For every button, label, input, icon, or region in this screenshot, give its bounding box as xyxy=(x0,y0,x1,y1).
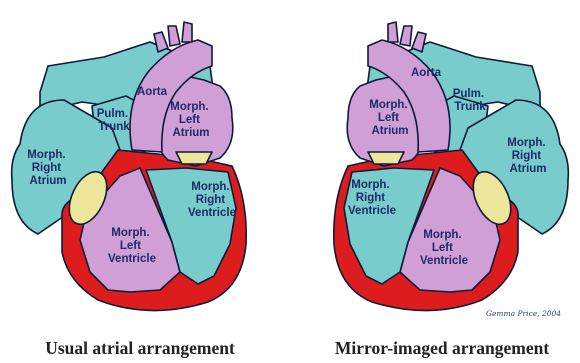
right-caption: Mirror-imaged arrangement xyxy=(335,338,549,358)
left-pulm-trunk-label: Pulm. Trunk xyxy=(97,108,132,133)
left-right-atrium-label: Morph. Right Atrium xyxy=(27,149,69,187)
right-mitral-valve xyxy=(368,152,404,164)
right-pulm-trunk-label: Pulm. Trunk xyxy=(453,88,488,113)
left-aorta-label: Aorta xyxy=(137,86,168,98)
left-mitral-valve xyxy=(176,152,212,164)
right-aorta-label: Aorta xyxy=(411,67,442,79)
left-aortic-branch-3 xyxy=(182,22,192,42)
right-aortic-branch-2 xyxy=(400,26,412,46)
left-aortic-branch-2 xyxy=(168,26,180,46)
left-caption: Usual atrial arrangement xyxy=(45,338,235,358)
right-aortic-branch-3 xyxy=(388,22,398,42)
artist-signature: Gemma Price, 2004 xyxy=(486,309,561,318)
right-right-atrium-label: Morph. Right Atrium xyxy=(507,137,549,175)
